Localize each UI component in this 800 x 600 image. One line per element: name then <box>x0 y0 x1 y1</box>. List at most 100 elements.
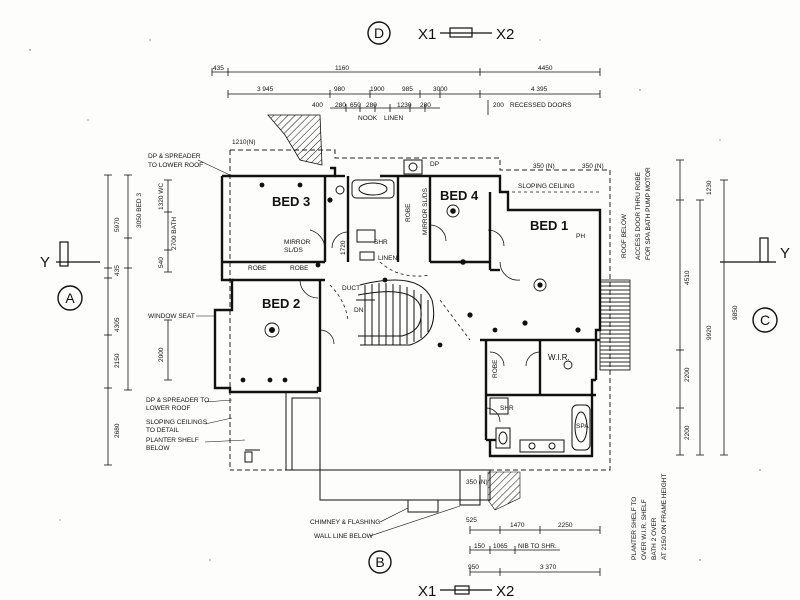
room-label-robe-bed2: ROBE <box>248 265 267 272</box>
axis-left-label: Y <box>40 254 50 271</box>
dim-left-3050: 3050 BED 3 <box>136 193 143 228</box>
dim-right-9850: 9850 <box>732 305 739 320</box>
staircase <box>356 279 435 346</box>
note-over-wir: OVER W.I.R. SHELF <box>641 499 648 560</box>
dim-top-3000: 3000 <box>433 86 448 93</box>
fixtures <box>335 159 591 453</box>
note-1210n: 1210(N) <box>232 139 255 146</box>
dim-left-2680: 2680 <box>114 423 121 438</box>
dim-top-400: 400 <box>312 102 323 109</box>
dim-bottom-950: 950 <box>468 564 479 571</box>
dim-top-280b: 280 <box>366 102 377 109</box>
dim-left-5970: 5970 <box>114 217 121 232</box>
dim-bottom-150: 150 <box>474 543 485 550</box>
grid-marker-right: C <box>752 307 778 333</box>
dim-bottom-1470: 1470 <box>510 522 525 529</box>
room-label-wir: W.I.R. <box>548 353 570 362</box>
note-350n-2: 350 (N) <box>582 163 604 170</box>
dim-bottom-1065: 1065 <box>493 543 508 550</box>
dim-left-435: 435 <box>114 265 121 276</box>
dim-top-650: 650 <box>350 102 361 109</box>
note-planter-shelf-v: PLANTER SHELF TO <box>631 497 638 560</box>
dim-bottom-nib: NIB TO SHR. <box>518 543 557 550</box>
dim-right-2200b: 2200 <box>684 425 691 440</box>
dim-left-2150: 2150 <box>114 353 121 368</box>
section-bottom-right-label: X2 <box>496 583 514 600</box>
grid-marker-top: D <box>367 21 391 45</box>
room-label-bed4: BED 4 <box>440 188 479 203</box>
roof-hatch-bottom <box>487 471 521 511</box>
room-label-shr: SHR <box>374 239 388 246</box>
left-note-leaders <box>204 399 246 443</box>
exterior-walls <box>213 166 602 458</box>
room-label-bed3: BED 3 <box>272 194 310 209</box>
room-label-robe-bed3: ROBE <box>290 265 309 272</box>
room-label-robe-wir: ROBE <box>492 359 499 378</box>
door-swings <box>299 224 541 423</box>
right-dimension-chain <box>676 159 728 456</box>
section-top-right-label: X2 <box>496 26 514 43</box>
note-mirror-1: MIRROR <box>284 239 311 246</box>
room-label-shr-2: SHR <box>500 405 514 412</box>
note-to-detail: TO DETAIL <box>146 427 179 434</box>
room-label-robe-bed4: ROBE <box>405 203 412 222</box>
note-lower-roof-2: LOWER ROOF <box>146 405 190 412</box>
note-at2150: AT 2150 ON FRAME HEIGHT <box>661 474 668 560</box>
dim-bottom-2250: 2250 <box>558 522 573 529</box>
section-marker-top: X1 X2 <box>418 26 514 43</box>
dim-left-1320: 1320 WC <box>158 183 165 210</box>
light-outlines <box>264 204 573 370</box>
light-points <box>240 182 581 383</box>
room-label-bed2: BED 2 <box>262 296 300 311</box>
dim-top-1160: 1160 <box>335 65 349 72</box>
dim-right-1230: 1230 <box>706 180 713 195</box>
note-350n-3: 350 (N) <box>466 479 488 486</box>
note-dp-top: DP <box>430 161 439 168</box>
room-label-spa: SPA <box>576 423 589 430</box>
dim-top-435: 435 <box>213 65 224 72</box>
dim-top-1230: 1230 <box>397 102 412 109</box>
room-label-linen: LINEN <box>378 255 397 262</box>
dim-top-985: 985 <box>402 86 413 93</box>
dim-top-4395: 4 395 <box>531 86 548 93</box>
dim-left-540: 540 <box>158 257 165 268</box>
note-chimney: CHIMNEY & FLASHING <box>310 519 380 526</box>
room-label-dn: DN <box>354 307 364 314</box>
room-label-bed1: BED 1 <box>530 218 568 233</box>
section-marker-left: Y <box>40 241 100 271</box>
room-label-ph: PH <box>576 233 585 240</box>
bottom-dimension-chain <box>469 526 601 576</box>
room-label-duct: DUCT <box>342 285 360 292</box>
section-top-left-label: X1 <box>418 26 436 43</box>
left-dimension-chain <box>104 174 172 466</box>
dim-top-3945: 3 945 <box>257 86 274 93</box>
note-dp-spreader-2: DP & SPREADER TO <box>146 397 209 404</box>
dim-left-4305: 4305 <box>114 317 121 332</box>
note-below-1: BELOW <box>146 445 170 452</box>
interior-details <box>244 392 491 513</box>
dim-top-280a: 280 <box>335 102 346 109</box>
dim-top-1900: 1900 <box>370 86 385 93</box>
dim-top-280c: 280 <box>420 102 431 109</box>
grid-label-left: A <box>65 290 75 306</box>
note-350n-1: 350 (N) <box>533 163 555 170</box>
dim-left-2000: 2000 <box>158 347 165 362</box>
note-access-door: ACCESS DOOR THRU ROBE <box>635 171 642 260</box>
dim-right-4510: 4510 <box>684 270 691 285</box>
note-1720: 1720 <box>340 240 347 255</box>
note-for-spa: FOR SPA BATH PUMP MOTOR <box>645 167 652 260</box>
note-window-seat: WINDOW SEAT <box>148 313 195 320</box>
note-slds-1: SL/DS <box>284 247 303 254</box>
note-roof-below: ROOF BELOW <box>621 213 628 258</box>
grid-label-right: C <box>760 312 770 328</box>
ceiling-lines <box>329 191 600 341</box>
note-to-lower-roof-1: TO LOWER ROOF <box>148 162 203 169</box>
note-nook: NOOK <box>358 115 378 122</box>
dim-bottom-525: 525 <box>466 517 477 524</box>
leader-chimney <box>379 507 409 523</box>
grid-marker-bottom: B <box>368 550 392 574</box>
top-dimension-chain <box>211 68 601 115</box>
note-linen-top: LINEN <box>384 115 403 122</box>
dim-left-2700: 2700 BATH <box>171 217 178 250</box>
